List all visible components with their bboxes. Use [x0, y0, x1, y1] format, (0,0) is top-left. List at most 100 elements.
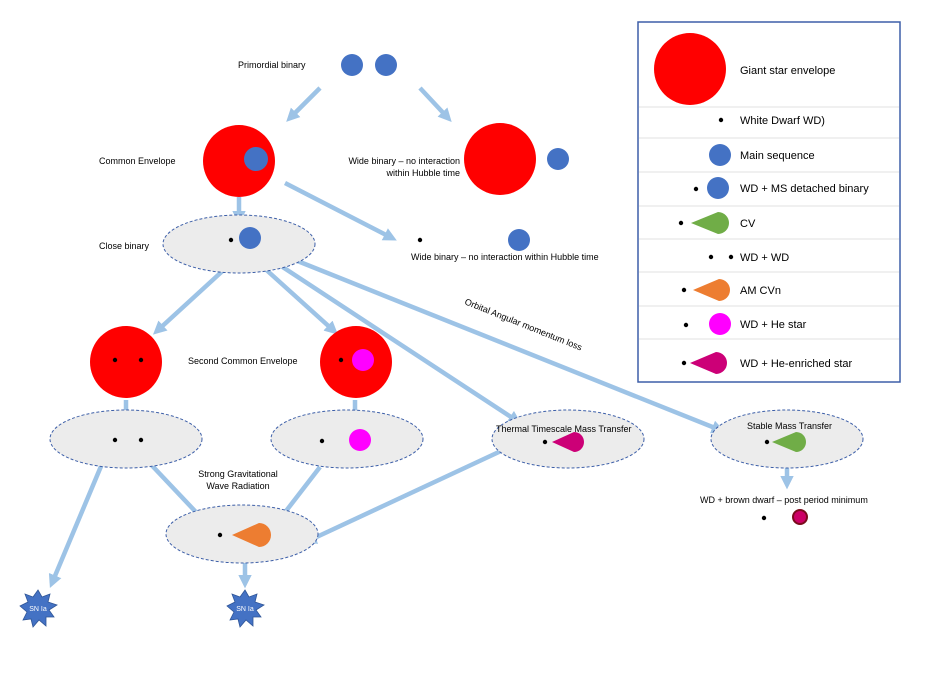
he-enriched-teardrop-icon — [552, 432, 584, 452]
white-dwarf-icon — [217, 532, 223, 538]
double-wd-node — [49, 409, 203, 469]
legend-item-cv: CV — [678, 212, 756, 234]
supernova-burst-icon — [226, 589, 265, 628]
wd-brown-dwarf-label: WD + brown dwarf – post period minimum — [700, 495, 868, 505]
strong-gw-label-line2: Wave Radiation — [206, 481, 269, 491]
legend-item-white-dwarf: White Dwarf WD) — [718, 115, 825, 127]
white-dwarf-icon — [708, 254, 714, 260]
main-sequence-icon — [709, 144, 731, 166]
white-dwarf-icon — [683, 322, 689, 328]
main-sequence-star-icon — [239, 227, 261, 249]
thermal-mass-transfer-node: Thermal Timescale Mass Transfer — [491, 409, 645, 469]
white-dwarf-icon — [718, 117, 724, 123]
supernova-burst-icon — [19, 589, 58, 628]
sn-ia-mid-node: SN Ia — [226, 589, 265, 628]
legend-item-main-sequence: Main sequence — [709, 144, 815, 166]
arrow-primordial-to-wide-binary — [418, 86, 452, 122]
white-dwarf-icon — [138, 437, 144, 443]
strong-gw-label-line1: Strong Gravitational — [198, 469, 278, 479]
giant-star-icon — [654, 33, 726, 105]
arrow-double-wd-to-sn-ia — [48, 451, 110, 588]
sn-ia-mid-label: SN Ia — [236, 606, 254, 613]
binary-system-ellipse — [162, 214, 316, 274]
arrow-close-binary-to-he-star-envelope — [260, 264, 339, 335]
white-dwarf-icon — [764, 439, 770, 445]
cv-teardrop-icon — [772, 432, 806, 452]
legend-item-wd-he-enriched: WD + He-enriched star — [681, 352, 853, 374]
arrow-primordial-to-common-envelope — [286, 86, 322, 122]
main-sequence-star-icon — [341, 54, 363, 76]
main-sequence-star-icon — [244, 147, 268, 171]
white-dwarf-icon — [112, 357, 118, 363]
common-envelope-label: Common Envelope — [99, 156, 176, 166]
legend-label: White Dwarf WD) — [740, 115, 825, 127]
white-dwarf-icon — [417, 237, 423, 243]
binary-system-ellipse — [49, 409, 203, 469]
legend-label: WD + WD — [740, 252, 789, 264]
legend-item-wd-ms: WD + MS detached binary — [693, 177, 869, 199]
legend-item-giant: Giant star envelope — [654, 33, 835, 105]
arrow-common-envelope-to-wide-binary-2 — [283, 180, 397, 241]
stable-mass-transfer-label: Stable Mass Transfer — [747, 421, 832, 431]
arrow-close-binary-to-stable-mass-transfer — [289, 255, 726, 434]
main-sequence-star-icon — [508, 229, 530, 251]
he-enriched-icon — [690, 352, 727, 374]
main-sequence-star-icon — [375, 54, 397, 76]
legend-box — [637, 21, 901, 383]
second-common-envelope-node: Second Common Envelope — [90, 326, 392, 398]
cv-icon — [691, 212, 729, 234]
he-star-icon — [709, 313, 731, 335]
white-dwarf-icon — [138, 357, 144, 363]
am-cvn-icon — [693, 279, 730, 301]
legend-label: Giant star envelope — [740, 65, 835, 77]
second-common-envelope-label: Second Common Envelope — [188, 356, 298, 366]
he-star-icon — [349, 429, 371, 451]
brown-dwarf-icon — [792, 509, 808, 525]
legend: Giant star envelope White Dwarf WD) Main… — [637, 21, 901, 383]
common-envelope-node: Common Envelope — [99, 125, 275, 197]
wide-binary-label-line2: within Hubble time — [385, 168, 460, 178]
legend-label: Main sequence — [740, 150, 815, 162]
white-dwarf-icon — [542, 439, 548, 445]
am-cvn-node: Strong Gravitational Wave Radiation — [165, 469, 319, 564]
close-binary-node: Close binary — [99, 214, 316, 274]
white-dwarf-icon — [681, 287, 687, 293]
white-dwarf-icon — [112, 437, 118, 443]
sn-ia-left-label: SN Ia — [29, 606, 47, 613]
arrow-thermal-to-am-cvn — [303, 448, 502, 544]
legend-label: WD + He-enriched star — [740, 358, 853, 370]
primordial-binary-label: Primordial binary — [238, 60, 306, 70]
legend-label: AM CVn — [740, 285, 781, 297]
white-dwarf-icon — [728, 254, 734, 260]
am-cvn-teardrop-icon — [232, 523, 271, 547]
close-binary-label: Close binary — [99, 241, 150, 251]
legend-label: CV — [740, 218, 756, 230]
arrow-close-binary-to-thermal-mass-transfer — [273, 260, 522, 424]
orbital-am-loss-label: Orbital Angular momentum loss — [463, 297, 584, 353]
white-dwarf-icon — [228, 237, 234, 243]
wd-brown-dwarf-node: WD + brown dwarf – post period minimum — [700, 495, 868, 525]
white-dwarf-icon — [693, 186, 699, 192]
arrow-close-binary-to-double-wd-envelope — [153, 264, 230, 335]
main-sequence-star-icon — [547, 148, 569, 170]
legend-label: WD + He star — [740, 319, 807, 331]
giant-envelope-icon — [464, 123, 536, 195]
arrows — [48, 86, 794, 589]
white-dwarf-icon — [761, 515, 767, 521]
legend-label: WD + MS detached binary — [740, 183, 869, 195]
giant-envelope-icon — [90, 326, 162, 398]
white-dwarf-icon — [319, 438, 325, 444]
thermal-mass-transfer-label: Thermal Timescale Mass Transfer — [496, 424, 632, 434]
main-sequence-icon — [707, 177, 729, 199]
white-dwarf-icon — [338, 357, 344, 363]
sn-ia-left-node: SN Ia — [19, 589, 58, 628]
legend-item-am-cvn: AM CVn — [681, 279, 781, 301]
stable-mass-transfer-node: Stable Mass Transfer — [710, 409, 864, 469]
wide-binary-label-line1: Wide binary – no interaction — [348, 156, 460, 166]
wd-he-star-node — [270, 409, 424, 469]
wide-binary-2-label: Wide binary – no interaction within Hubb… — [411, 252, 599, 262]
wide-binary-2-node: Wide binary – no interaction within Hubb… — [411, 229, 599, 262]
giant-envelope-icon — [203, 125, 275, 197]
he-star-icon — [352, 349, 374, 371]
